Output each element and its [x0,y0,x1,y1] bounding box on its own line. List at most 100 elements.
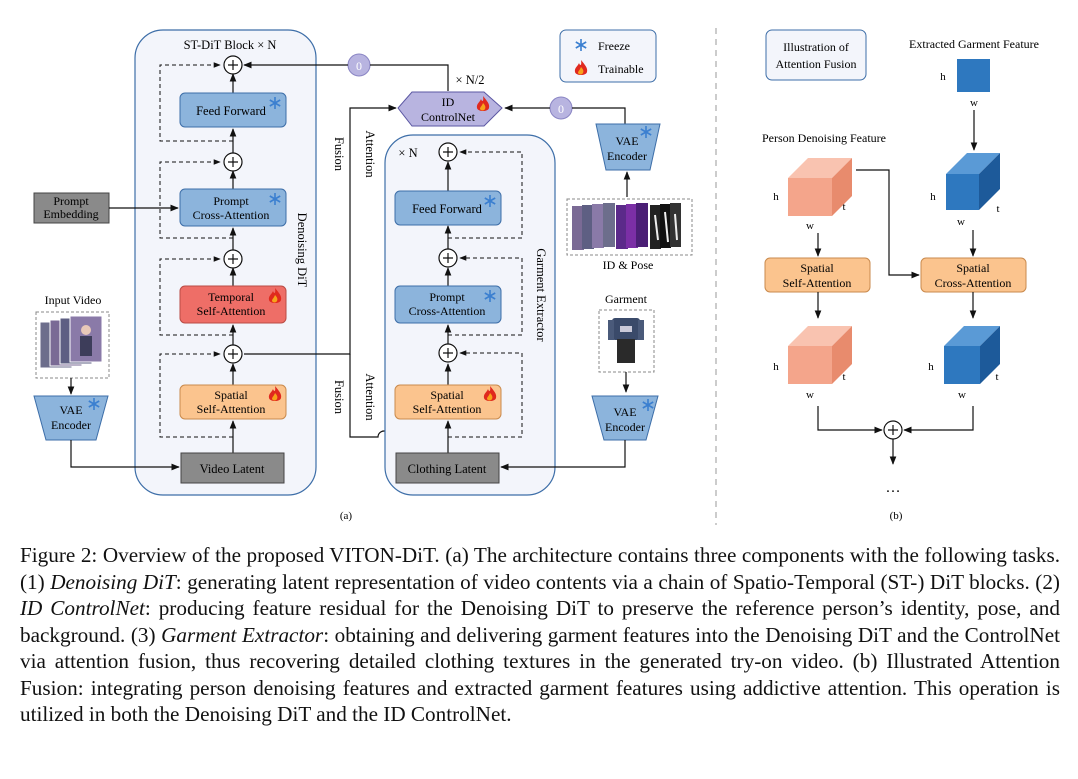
garment-prompt-label-2: Cross-Attention [409,304,486,318]
svg-text:h: h [940,71,946,83]
spatial-label-1: Spatial [214,388,248,402]
garment-xn-label: × N [398,146,417,160]
id-pose-thumbnails [572,203,681,250]
svg-text:h: h [928,361,934,373]
clothing-latent-block [395,452,500,484]
vae-top-label-2: Encoder [607,149,647,163]
vae-left-label-2: Encoder [51,418,91,432]
feed-forward-label: Feed Forward [196,104,267,118]
vae-encoder-bottom [591,395,659,441]
prompt-embedding-block [33,192,110,224]
garment-feed-forward-label: Feed Forward [412,202,483,216]
svg-text:t: t [995,371,998,383]
garment-image [608,318,644,363]
temporal-self-attention-block [179,285,287,324]
vae-encoder-top [595,123,661,171]
temporal-label-1: Temporal [208,290,254,304]
illustration-label-2: Attention Fusion [775,57,856,71]
svg-text:Self-Attention: Self-Attention [783,276,852,290]
plus-node [438,343,458,363]
vae-bottom-label-1: VAE [613,405,636,419]
id-controlnet-block [397,91,503,127]
plus-node [223,55,243,75]
svg-text:w: w [806,389,814,401]
person-feature-cube-top [788,158,852,216]
plus-node [438,248,458,268]
person-denoising-label: Person Denoising Feature [762,131,886,145]
id-controlnet-label-1: ID [442,95,455,109]
garment-prompt-label-1: Prompt [429,290,465,304]
plus-node [223,344,243,364]
attention-label-bottom: Attention [363,373,377,421]
vae-left-label-1: VAE [59,403,82,417]
svg-text:Cross-Attention: Cross-Attention [935,276,1012,290]
video-latent-block [180,452,285,484]
fusion-label-top: Fusion [332,137,346,172]
feed-forward-block [179,92,287,128]
prompt-embed-label-2: Embedding [43,207,98,221]
prompt-cross-label-2: Cross-Attention [193,208,270,222]
svg-text:Spatial: Spatial [956,261,990,275]
subfigure-a-label: (a) [340,510,353,522]
attention-label-top: Attention [363,130,377,178]
architecture-figure: ST-DiT Block × N Denoising DiT Feed Forw… [33,28,1039,525]
garment-feature-cube-bottom [944,326,1000,384]
svg-text:t: t [842,201,845,213]
garment-feed-forward-block [394,190,502,226]
svg-text:t: t [996,203,999,215]
garment-extractor-label: Garment Extractor [534,248,548,342]
illustration-label-1: Illustration of [783,40,849,54]
plus-node [223,152,243,172]
caption-part-1: Figure 2: Overview of the proposed VITON… [20,543,1060,594]
legend-trainable-label: Trainable [598,62,644,76]
caption-id-controlnet: ID ControlNet [20,596,145,620]
continuation-dots: … [886,480,901,496]
prompt-cross-label-1: Prompt [213,194,249,208]
garment-spatial-label-2: Self-Attention [413,402,482,416]
svg-text:w: w [806,220,814,232]
panel-b: Illustration of Attention Fusion Extract… [762,29,1039,522]
caption-part-3: : producing feature residual for the Den… [20,596,1060,647]
caption-denoising-dit: Denoising DiT [50,569,176,594]
caption-part-2: : generating latent representation of vi… [175,569,1060,594]
spatial-self-attention-block [179,384,287,420]
caption-garment-extractor: Garment Extractor [161,622,324,647]
svg-text:h: h [930,191,936,203]
plus-node [883,420,903,440]
svg-text:Spatial: Spatial [800,261,834,275]
extracted-garment-label: Extracted Garment Feature [909,37,1039,51]
garment-spatial-label-1: Spatial [430,388,464,402]
svg-text:w: w [957,216,965,228]
zero-conv-top: 0 [347,53,371,77]
input-video-label: Input Video [45,293,102,307]
svg-text:w: w [958,389,966,401]
caption-part-4: : obtaining and delivering garment featu… [20,622,1061,727]
svg-text:0: 0 [558,102,564,116]
garment-prompt-cross-block [394,285,502,324]
fusion-label-bottom: Fusion [332,380,346,415]
subfigure-b-label: (b) [890,510,903,522]
id-controlnet-label-2: ControlNet [421,110,476,124]
svg-text:0: 0 [356,59,362,73]
input-video-thumbnails [39,315,103,369]
garment-spatial-block [394,384,502,420]
illustration-box [765,29,867,81]
svg-text:w: w [970,97,978,109]
figure-caption: Figure 2: Overview of the proposed VITON… [20,542,1060,728]
extracted-garment-square [957,59,990,92]
plus-node [223,249,243,269]
id-pose-label: ID & Pose [603,258,654,272]
prompt-cross-attention-block [179,188,287,227]
svg-text:h: h [773,361,779,373]
svg-text:h: h [773,191,779,203]
vae-bottom-label-2: Encoder [605,420,645,434]
garment-feature-cube-top [946,153,1000,210]
temporal-label-2: Self-Attention [197,304,266,318]
person-feature-cube-bottom [788,326,852,384]
garment-label: Garment [605,292,648,306]
st-dit-title: ST-DiT Block × N [184,38,277,52]
denoising-dit-label: Denoising DiT [295,213,309,288]
clothing-latent-label: Clothing Latent [408,462,487,476]
legend-freeze-label: Freeze [598,39,630,53]
plus-node [438,142,458,162]
